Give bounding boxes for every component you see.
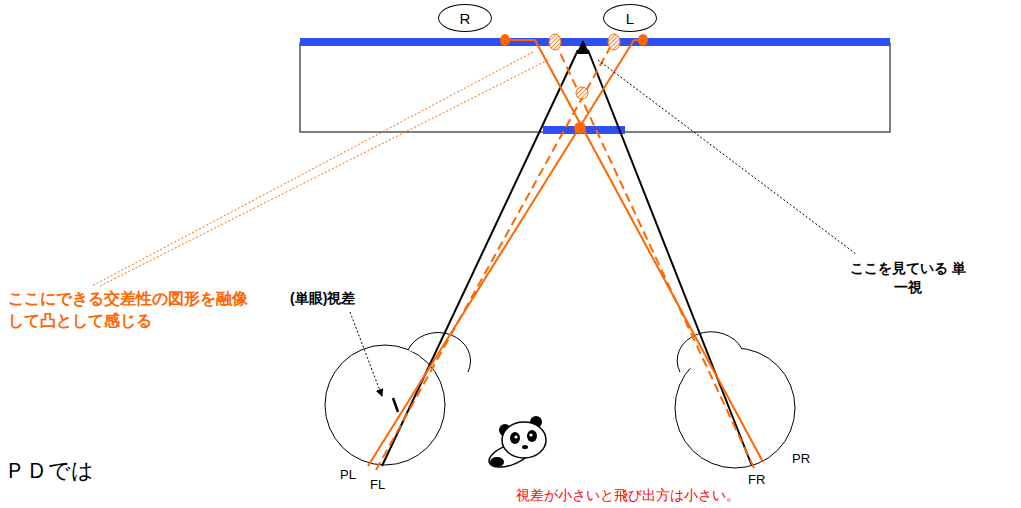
orange-dashed-ray (376, 44, 612, 470)
orange-link (505, 39, 535, 41)
point-label: FL (370, 476, 385, 494)
hatched-dot (608, 34, 620, 50)
orange-ray (368, 40, 634, 466)
visual-axis (588, 50, 752, 466)
orange-dashed-ray (556, 44, 754, 468)
orange-link (634, 39, 643, 41)
parallax-note: 視差が小さいと飛び出方は小さい。 (516, 486, 740, 505)
panda-icon (486, 416, 546, 472)
parallax-label: (単眼)視差 (290, 289, 355, 308)
fixation-arrow (576, 40, 590, 54)
leader-line (92, 52, 533, 286)
leader-line (100, 60, 548, 286)
plate (300, 43, 890, 132)
point-label: PR (792, 450, 810, 468)
orange-dot (574, 122, 586, 134)
point-label: PL (340, 466, 356, 484)
right-eye (675, 332, 795, 468)
hatched-dot (576, 87, 588, 99)
fusion-note: ここにできる交差性の図形を融像して凸として感じる (8, 288, 260, 331)
eye-label-ellipse: L (603, 4, 657, 32)
eye-letter: R (460, 10, 471, 27)
eye-label-ellipse: R (438, 4, 492, 32)
heading-fragment: ＰＤでは (4, 456, 94, 486)
orange-ray (535, 40, 763, 462)
eye-letter: L (626, 10, 634, 27)
leader-line (598, 60, 856, 254)
fixation-note: ここを見ている 単一視 (846, 259, 970, 297)
blue-bar (300, 38, 890, 46)
hatched-dot (549, 34, 561, 50)
leader-arrow (350, 312, 382, 396)
left-eye (325, 333, 471, 465)
parallax-tick (393, 398, 398, 412)
visual-axis (382, 50, 578, 466)
point-label: FR (748, 471, 765, 489)
